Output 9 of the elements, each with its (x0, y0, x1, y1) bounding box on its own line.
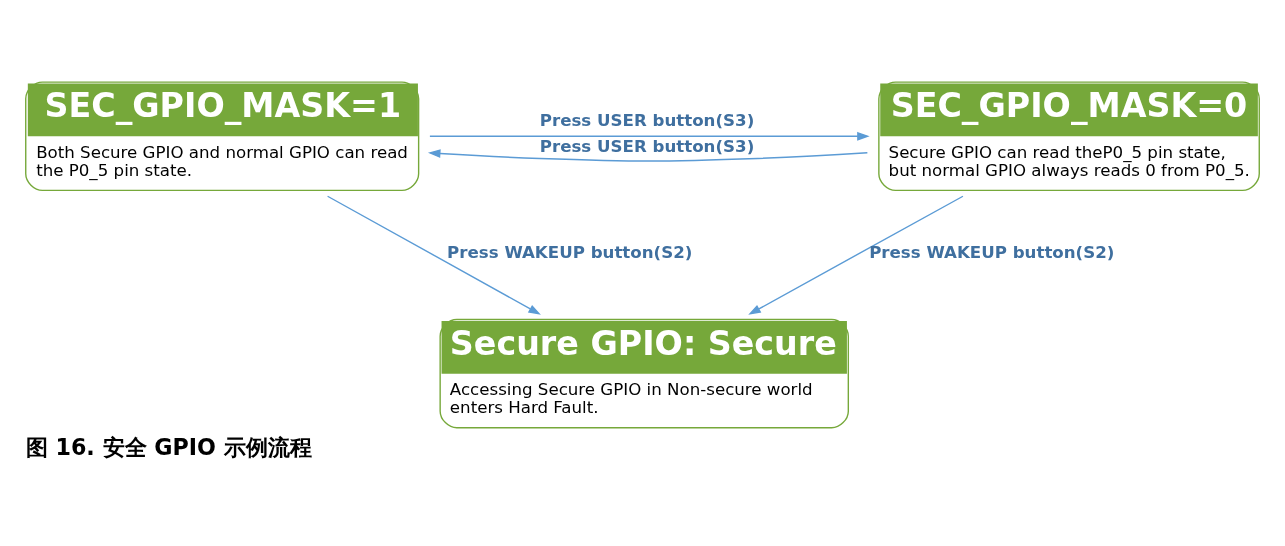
edge-label: Press WAKEUP button(S2) (447, 242, 693, 262)
caption: 图 16. 安全 GPIO 示例流程 (25, 434, 312, 461)
arrow (748, 195, 964, 315)
arrow (427, 149, 869, 162)
arrow (326, 195, 541, 315)
arrow (429, 131, 870, 141)
edge-label: Press USER button(S3) (539, 137, 755, 157)
edge-label: Press WAKEUP button(S2) (869, 242, 1115, 262)
edge-label: Press USER button(S3) (539, 110, 755, 130)
